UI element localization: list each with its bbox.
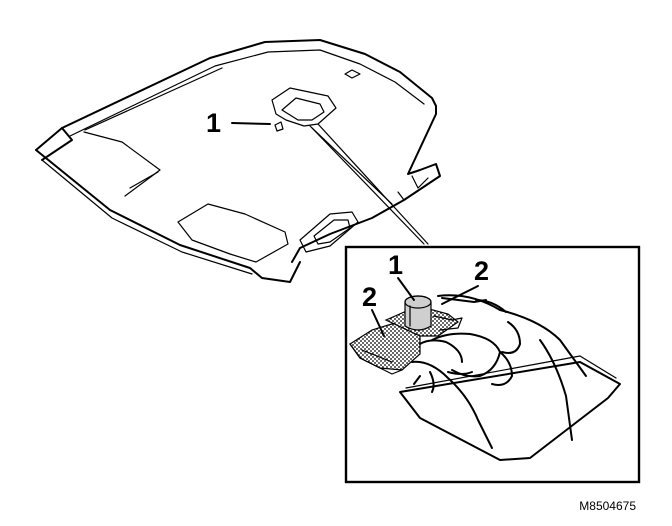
leader-line-1-overview bbox=[231, 122, 271, 125]
lamp-opening-outline bbox=[399, 361, 621, 461]
callout-label-1-detail: 1 bbox=[388, 250, 403, 280]
plastic-clip bbox=[404, 295, 432, 331]
leader-line-2-right bbox=[441, 285, 479, 305]
leader-line-1-detail bbox=[397, 277, 415, 301]
detail-inset bbox=[344, 245, 641, 484]
leader-line-2-left bbox=[371, 309, 385, 337]
callout-label-2-left: 2 bbox=[362, 282, 377, 312]
figure-code: M8504675 bbox=[579, 499, 636, 513]
callout-label-1-overview: 1 bbox=[206, 108, 221, 138]
callout-label-2-right: 2 bbox=[474, 256, 489, 286]
overview-callout-1: 1 bbox=[206, 108, 271, 138]
headliner-overview bbox=[35, 39, 441, 283]
detail-callouts: 1 2 2 bbox=[362, 250, 489, 337]
